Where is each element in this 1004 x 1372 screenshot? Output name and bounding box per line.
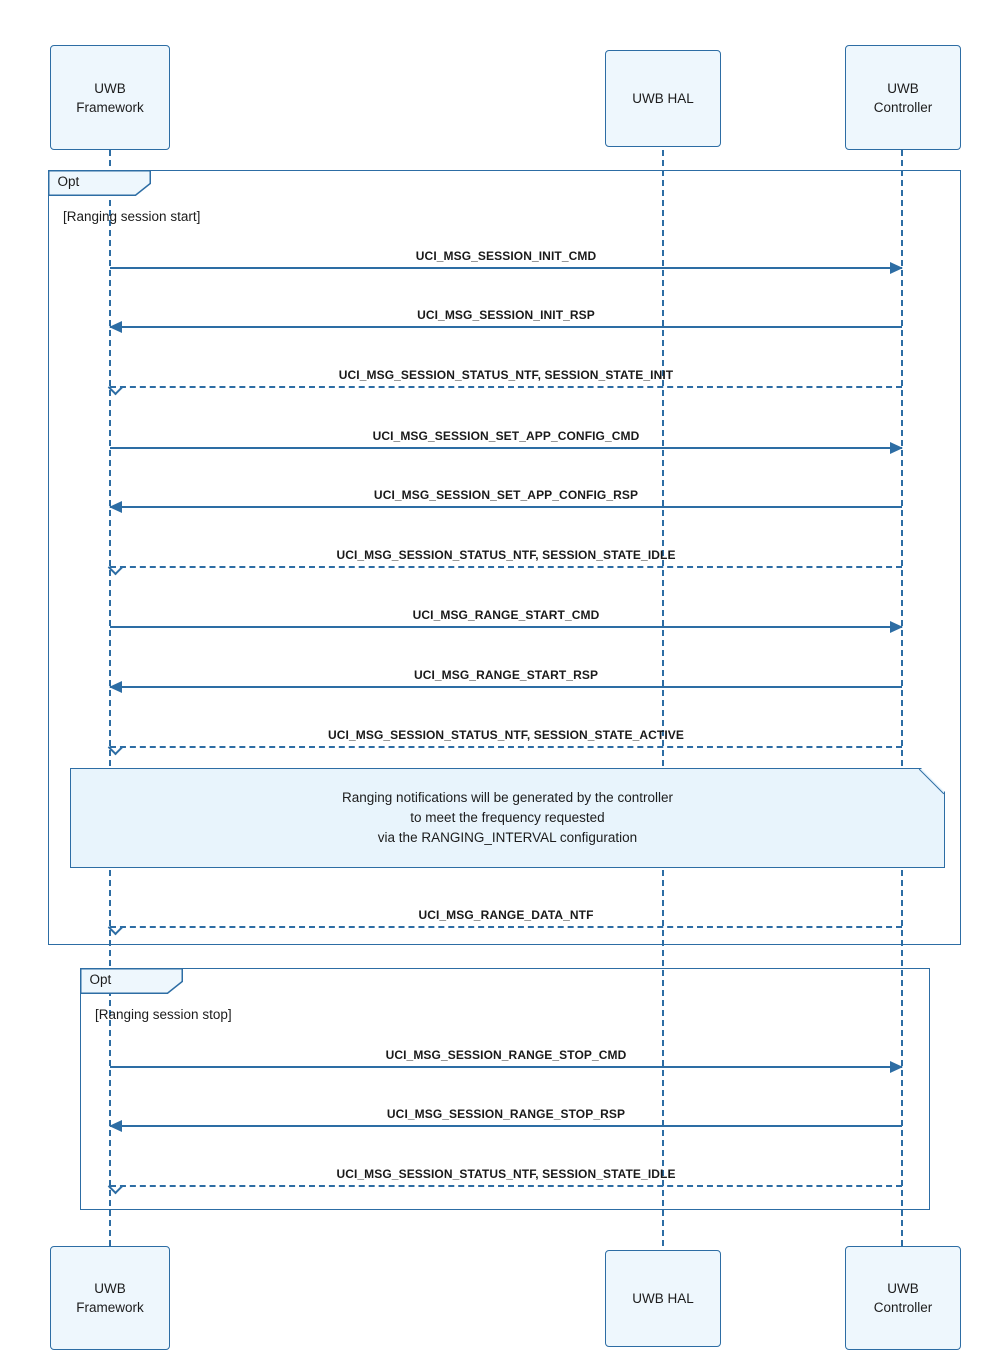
opt-operator-label: Opt (57, 173, 80, 189)
message-line (110, 267, 902, 269)
message-line (110, 1185, 902, 1187)
arrowhead-left-icon (109, 321, 122, 333)
note-text: Ranging notifications will be generated … (342, 790, 673, 845)
message-label: UCI_MSG_SESSION_STATUS_NTF, SESSION_STAT… (336, 548, 676, 562)
lifeline-uwb-hal (662, 150, 664, 1246)
opt-fragment-session-start: Opt [Ranging session start] (47, 169, 961, 945)
message-label: UCI_MSG_SESSION_INIT_CMD (415, 249, 597, 263)
message-line (110, 447, 902, 449)
arrowhead-left-icon (109, 681, 122, 693)
opt-tab-shape-icon (47, 169, 151, 196)
arrowhead-left-icon (109, 1120, 122, 1132)
arrowhead-left-icon (109, 501, 122, 513)
message-line (110, 626, 902, 628)
actor-uwb-hal-bottom: UWB HAL (605, 1250, 721, 1347)
arrowhead-right-icon (890, 1061, 903, 1073)
actor-uwb-framework-bottom: UWB Framework (50, 1246, 170, 1350)
message-label: UCI_MSG_RANGE_START_CMD (412, 608, 600, 622)
message-label: UCI_MSG_RANGE_DATA_NTF (418, 908, 594, 922)
arrowhead-right-icon (890, 442, 903, 454)
message-line (110, 566, 902, 568)
actor-uwb-controller-bottom: UWB Controller (845, 1246, 961, 1350)
arrowhead-right-icon (890, 621, 903, 633)
opt-fragment-tab: Opt (47, 169, 151, 196)
message-line (110, 1125, 902, 1127)
message-label: UCI_MSG_SESSION_STATUS_NTF, SESSION_STAT… (336, 1167, 676, 1181)
message-label: UCI_MSG_SESSION_STATUS_NTF, SESSION_STAT… (328, 728, 684, 742)
opt-operator-label: Opt (89, 971, 112, 987)
actor-uwb-hal-top: UWB HAL (605, 50, 721, 147)
message-label: UCI_MSG_RANGE_START_RSP (413, 668, 599, 682)
actor-uwb-controller-top: UWB Controller (845, 45, 961, 150)
message-label: UCI_MSG_SESSION_RANGE_STOP_RSP (386, 1107, 626, 1121)
message-label: UCI_MSG_SESSION_STATUS_NTF, SESSION_STAT… (338, 368, 674, 382)
message-line (110, 386, 902, 388)
message-label: UCI_MSG_SESSION_RANGE_STOP_CMD (385, 1048, 627, 1062)
message-label: UCI_MSG_SESSION_SET_APP_CONFIG_RSP (373, 488, 639, 502)
opt-fragment-tab: Opt (79, 967, 183, 994)
guard-label: [Ranging session stop] (95, 1007, 232, 1022)
actor-uwb-framework-top: UWB Framework (50, 45, 170, 150)
message-label: UCI_MSG_SESSION_INIT_RSP (417, 308, 595, 322)
message-line (110, 926, 902, 928)
note: Ranging notifications will be generated … (70, 767, 946, 868)
message-line (110, 326, 902, 328)
arrowhead-right-icon (890, 262, 903, 274)
message-line (110, 746, 902, 748)
message-line (110, 1066, 902, 1068)
message-line (110, 506, 902, 508)
guard-label: [Ranging session start] (63, 209, 201, 224)
message-line (110, 686, 902, 688)
lifeline-uwb-framework (109, 150, 111, 1246)
opt-fragment-session-stop: Opt [Ranging session stop] (79, 967, 930, 1210)
message-label: UCI_MSG_SESSION_SET_APP_CONFIG_CMD (372, 429, 640, 443)
lifeline-uwb-controller (901, 150, 903, 1246)
opt-tab-shape-icon (79, 967, 183, 994)
